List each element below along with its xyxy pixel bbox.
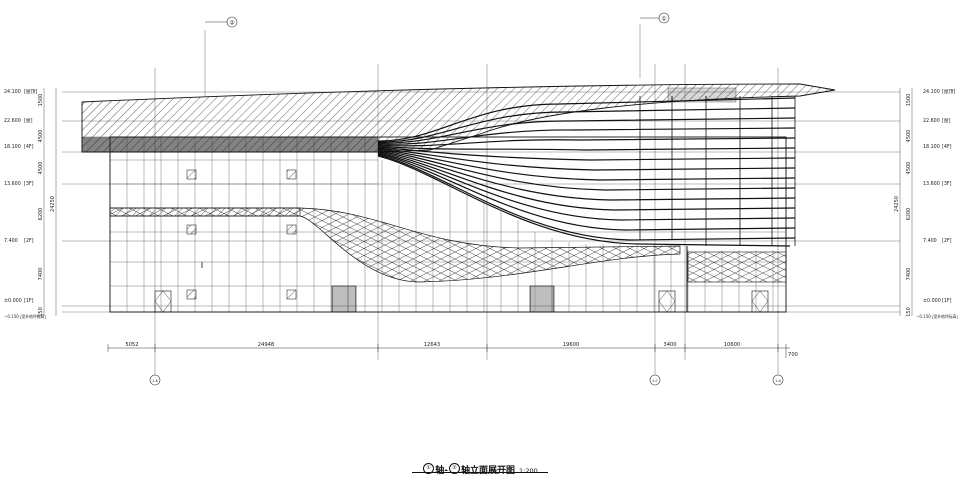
left-level-marks: 24.100 [屋顶] 22.600 [屋] 18.100 [4F] 13.60… bbox=[4, 89, 46, 319]
title-axis-start: ① bbox=[423, 463, 435, 474]
h-dim-1: 5052 bbox=[125, 342, 138, 348]
grid-bubble-top-2: ① bbox=[640, 12, 670, 24]
left-dim-2: 4500 bbox=[38, 130, 44, 143]
grid-bubble-bottom-label-1: 1-K bbox=[152, 379, 159, 383]
right-dims: 1500 4500 4500 6200 7400 150 24250 bbox=[894, 94, 912, 317]
title-underline bbox=[412, 472, 548, 473]
level-note-left-2: [屋] bbox=[24, 118, 33, 124]
right-dim-3: 4500 bbox=[906, 162, 912, 175]
grid-bubble-top-label-2: ① bbox=[661, 16, 666, 23]
h-dim-7: 700 bbox=[788, 352, 798, 358]
h-dim-6: 10600 bbox=[724, 342, 741, 348]
grid-bubble-bottom-1: 1-K bbox=[149, 374, 161, 386]
level-text-left-2: 22.600 bbox=[4, 118, 21, 124]
horizontal-dim-line bbox=[107, 344, 790, 358]
facade-body bbox=[109, 136, 787, 313]
left-dim-6: 150 bbox=[38, 307, 44, 317]
level-text-left-4: 13.600 bbox=[4, 181, 21, 187]
title-scale: 1:200 bbox=[519, 467, 538, 475]
grid-bubble-bottom-label-2: 1-C bbox=[652, 379, 659, 383]
level-note-left-6: [1F] bbox=[24, 298, 34, 304]
title-axis-end: ② bbox=[449, 463, 460, 474]
level-note-left-7: [室外地坪标高] bbox=[20, 314, 46, 319]
left-dims: 1500 4500 4500 6200 7400 150 24250 bbox=[38, 94, 56, 317]
level-text-left-6: ±0.000 bbox=[4, 298, 22, 304]
level-text-left-3: 18.100 bbox=[4, 144, 21, 150]
right-dim-2: 4500 bbox=[906, 130, 912, 143]
h-dim-4: 19600 bbox=[563, 342, 580, 348]
right-dim-1: 1500 bbox=[906, 94, 912, 107]
level-text-left-7: −0.150 bbox=[4, 314, 19, 319]
level-note-right-5: [2F] bbox=[942, 238, 952, 244]
grid-lines bbox=[154, 24, 779, 380]
horizontal-dims: 5052 24948 12643 19600 3400 10600 700 bbox=[125, 342, 798, 358]
level-note-right-4: [3F] bbox=[942, 181, 952, 187]
level-note-left-4: [3F] bbox=[24, 181, 34, 187]
right-overall-dim: 24250 bbox=[894, 196, 900, 212]
grid-bubble-bottom-3: 1-A bbox=[772, 374, 784, 386]
h-dim-2: 24948 bbox=[258, 342, 275, 348]
grid-bubble-bottom-label-3: 1-A bbox=[775, 379, 782, 383]
left-dim-3: 4500 bbox=[38, 162, 44, 175]
right-dim-5: 7400 bbox=[906, 268, 912, 281]
title-text-mid: 轴- bbox=[435, 466, 448, 476]
left-dim-4: 6200 bbox=[38, 208, 44, 221]
right-dim-line bbox=[899, 88, 913, 316]
level-note-right-3: [4F] bbox=[942, 144, 952, 150]
grid-bubble-bottom-2: 1-C bbox=[649, 374, 661, 386]
level-text-right-2: 22.600 bbox=[923, 118, 940, 124]
title-text: 轴立面展开图 bbox=[461, 466, 516, 476]
level-text-right-4: 13.600 bbox=[923, 181, 940, 187]
level-note-right-7: [室外地坪标高] bbox=[932, 314, 958, 319]
right-level-marks: 24.100 [屋顶] 22.600 [屋] 18.100 [4F] 13.60… bbox=[916, 89, 958, 319]
grid-bubble-top-label-1: ② bbox=[229, 20, 235, 27]
right-dim-4: 6200 bbox=[906, 208, 912, 221]
h-dim-3: 12643 bbox=[424, 342, 441, 348]
left-dim-1: 1500 bbox=[38, 94, 44, 107]
left-dim-line bbox=[43, 88, 57, 316]
level-text-right-3: 18.100 bbox=[923, 144, 940, 150]
h-dim-5: 3400 bbox=[663, 342, 676, 348]
level-note-left-5: [2F] bbox=[24, 238, 34, 244]
louver-mullions bbox=[639, 96, 796, 246]
level-text-right-6: ±0.000 bbox=[923, 298, 941, 304]
level-text-left-5: 7.400 bbox=[4, 238, 18, 244]
grid-bubble-top-1: ② bbox=[205, 16, 238, 28]
level-text-right-5: 7.400 bbox=[923, 238, 937, 244]
left-overall-dim: 24250 bbox=[50, 196, 56, 212]
level-text-right-7: −0.150 bbox=[916, 314, 931, 319]
right-dim-6: 150 bbox=[906, 307, 912, 317]
level-text-left-1: 24.100 bbox=[4, 89, 21, 95]
level-note-left-1: [屋顶] bbox=[24, 89, 37, 95]
level-note-right-6: [1F] bbox=[942, 298, 952, 304]
louver-curves bbox=[377, 97, 796, 247]
left-dim-5: 7400 bbox=[38, 268, 44, 281]
level-text-right-1: 24.100 bbox=[923, 89, 940, 95]
level-note-right-2: [屋] bbox=[942, 118, 951, 124]
level-note-right-1: [屋顶] bbox=[942, 89, 955, 95]
level-note-left-3: [4F] bbox=[24, 144, 34, 150]
roof-mass bbox=[81, 83, 836, 153]
